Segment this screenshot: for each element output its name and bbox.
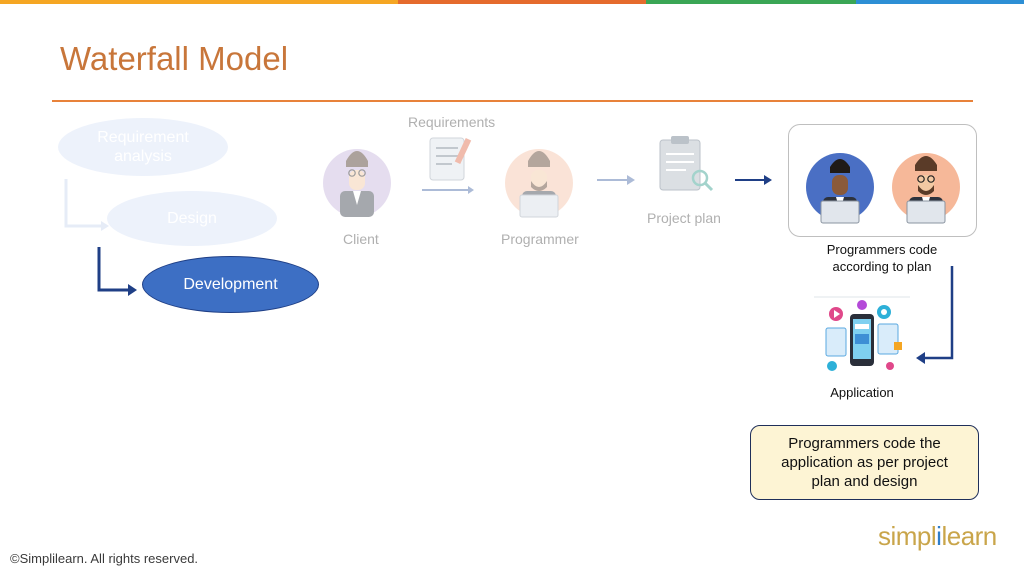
color-bar-green (646, 0, 856, 4)
page-title: Waterfall Model (60, 40, 289, 77)
phase-requirement-analysis-label: Requirement analysis (97, 129, 189, 165)
phase-development: Development (142, 256, 319, 313)
programmer-1-avatar (806, 153, 874, 224)
phase-requirement-analysis: Requirement analysis (58, 118, 228, 176)
summary-note-text: Programmers code the application as per … (781, 435, 948, 490)
programmers-card (788, 124, 977, 237)
faded-connector-arrow (64, 179, 101, 228)
arrow-to-application (916, 266, 954, 364)
faded-arrowhead (101, 221, 109, 231)
client-label: Client (343, 231, 379, 247)
phase-development-label: Development (183, 276, 278, 293)
requirements-label: Requirements (408, 114, 496, 130)
phase-design-label: Design (167, 210, 217, 227)
active-arrowhead (128, 284, 137, 296)
application-illustration-icon (814, 296, 910, 371)
application-label: Application (830, 385, 894, 400)
simplilearn-logo: simplilearn (878, 521, 997, 552)
logo-part-learn: learn (941, 521, 997, 551)
programmer-2-avatar (892, 153, 960, 224)
requirements-document-icon (422, 137, 474, 194)
programmer-avatar (504, 133, 574, 219)
project-plan-label: Project plan (647, 210, 721, 226)
phase-connector-arrows (64, 179, 137, 296)
copyright-text: ©Simplilearn. All rights reserved. (10, 551, 199, 566)
phase-design: Design (107, 191, 277, 246)
color-bar-red (398, 0, 646, 4)
color-bar-orange (0, 0, 398, 4)
logo-part-simpl: simpl (878, 521, 937, 551)
color-bar-blue (856, 0, 1024, 4)
programmers-code-label: Programmers code according to plan (826, 242, 938, 274)
top-color-bar (0, 0, 1024, 4)
project-plan-clipboard-icon (659, 136, 714, 192)
faded-arrow-to-plan (597, 175, 635, 185)
client-avatar (322, 133, 392, 219)
programmer-label: Programmer (501, 231, 579, 247)
title-divider (52, 100, 973, 102)
arrow-to-programmers (735, 175, 772, 185)
summary-note-box: Programmers code the application as per … (750, 425, 979, 500)
logo-part-i: i (936, 521, 942, 551)
active-connector-arrow (97, 247, 129, 292)
